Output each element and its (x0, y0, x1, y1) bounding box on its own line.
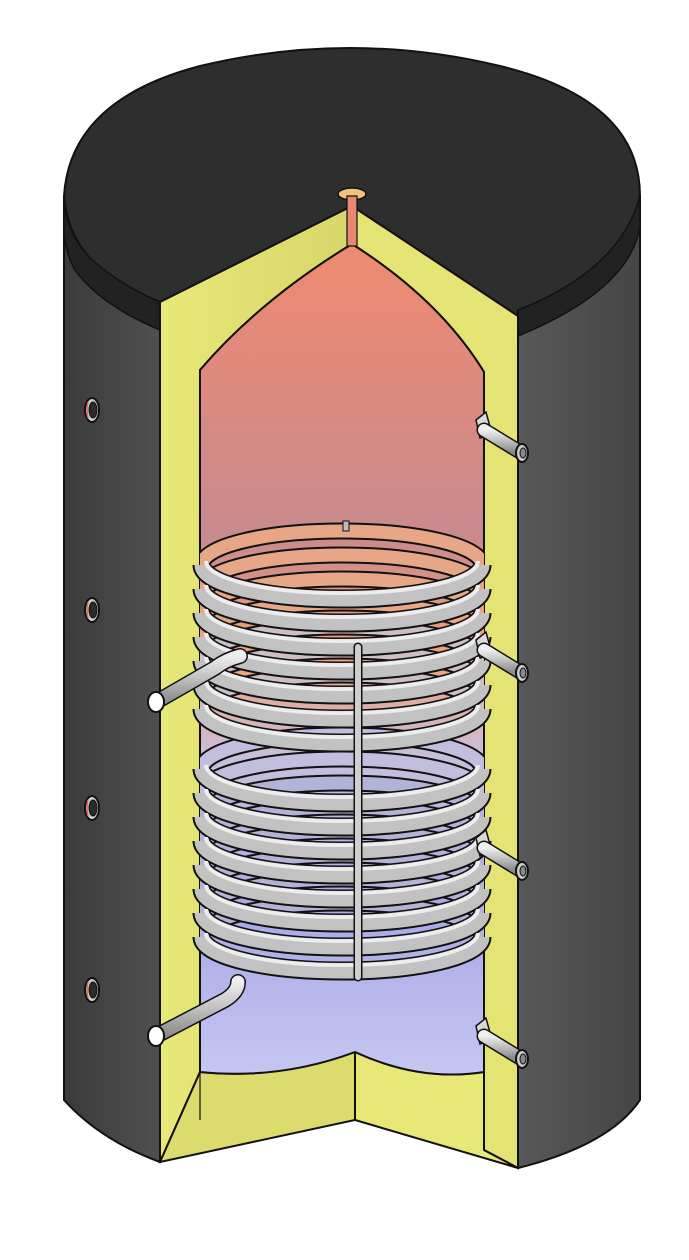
top-fitting-stem (346, 195, 358, 247)
side-port (475, 410, 529, 463)
jacket-left-face (63, 195, 161, 1164)
rear-socket-bore (88, 981, 98, 999)
coil-turn-front (194, 791, 490, 835)
coil-turn-highlight (204, 764, 480, 799)
coil-turn-front (194, 611, 490, 655)
heat-exchanger-coil-front (192, 560, 492, 982)
coil-turn-highlight (204, 884, 480, 919)
coil-turn-front (194, 563, 490, 607)
rear-socket-highlight (86, 799, 89, 817)
coil-turn-front (194, 683, 490, 727)
coil-turn-highlight (204, 836, 480, 871)
jacket-right-face (517, 195, 641, 1170)
rear-socket (84, 977, 100, 1003)
coil-upper-inlet (147, 648, 248, 713)
coil-turn-highlight (204, 908, 480, 943)
coil-turn-highlight (204, 632, 480, 667)
rear-sockets (84, 397, 100, 1003)
side-port-bore (519, 667, 527, 679)
coil-turn-highlight (204, 584, 480, 619)
side-port (475, 828, 529, 881)
side-port-pipe (478, 644, 526, 678)
side-port-pipe (478, 424, 526, 458)
coil-upper-inlet-opening (147, 691, 165, 713)
coil-turn-highlight (204, 812, 480, 847)
coil-lower-outlet-opening (147, 1025, 165, 1047)
coil-top-tab (342, 520, 350, 532)
coil-turn-highlight (204, 680, 480, 715)
coil-turn-front (194, 587, 490, 631)
coil-turn-highlight (204, 608, 480, 643)
coil-turn-front (194, 911, 490, 955)
side-port-bore (519, 447, 527, 459)
coil-turn-front (194, 659, 490, 703)
coil-lower-outlet (147, 974, 246, 1047)
coil-turn-highlight (204, 788, 480, 823)
side-port (475, 1016, 529, 1069)
rear-socket-bore (88, 401, 98, 419)
coil-turn-highlight (204, 560, 480, 595)
side-port-pipe (478, 842, 526, 876)
side-port-pipe (478, 1030, 526, 1064)
outer-jacket (63, 195, 641, 1170)
coil-turn-front (194, 839, 490, 883)
coil-turn-front (194, 863, 490, 907)
coil-turn-front (194, 707, 490, 751)
rear-socket (84, 397, 100, 423)
side-port-bore (519, 1053, 527, 1065)
coil-turn-back (200, 524, 484, 566)
coil-turn-highlight (204, 704, 480, 739)
coil-turn-highlight (204, 860, 480, 895)
side-port (475, 630, 529, 683)
rear-socket-highlight (86, 401, 89, 419)
side-port-bore (519, 865, 527, 877)
rear-socket-highlight (86, 601, 89, 619)
coil-turn-front (194, 887, 490, 931)
rear-socket (84, 597, 100, 623)
side-ports (475, 410, 529, 1069)
coil-turn-front (194, 935, 490, 979)
coil-turn-front (194, 767, 490, 811)
top-fitting (337, 187, 367, 247)
coil-turn-front (194, 635, 490, 679)
rear-socket-bore (88, 799, 98, 817)
rear-socket-bore (88, 601, 98, 619)
coil-turn-highlight (204, 932, 480, 967)
rear-socket-highlight (86, 981, 89, 999)
coil-turn-front (194, 815, 490, 859)
rear-socket (84, 795, 100, 821)
